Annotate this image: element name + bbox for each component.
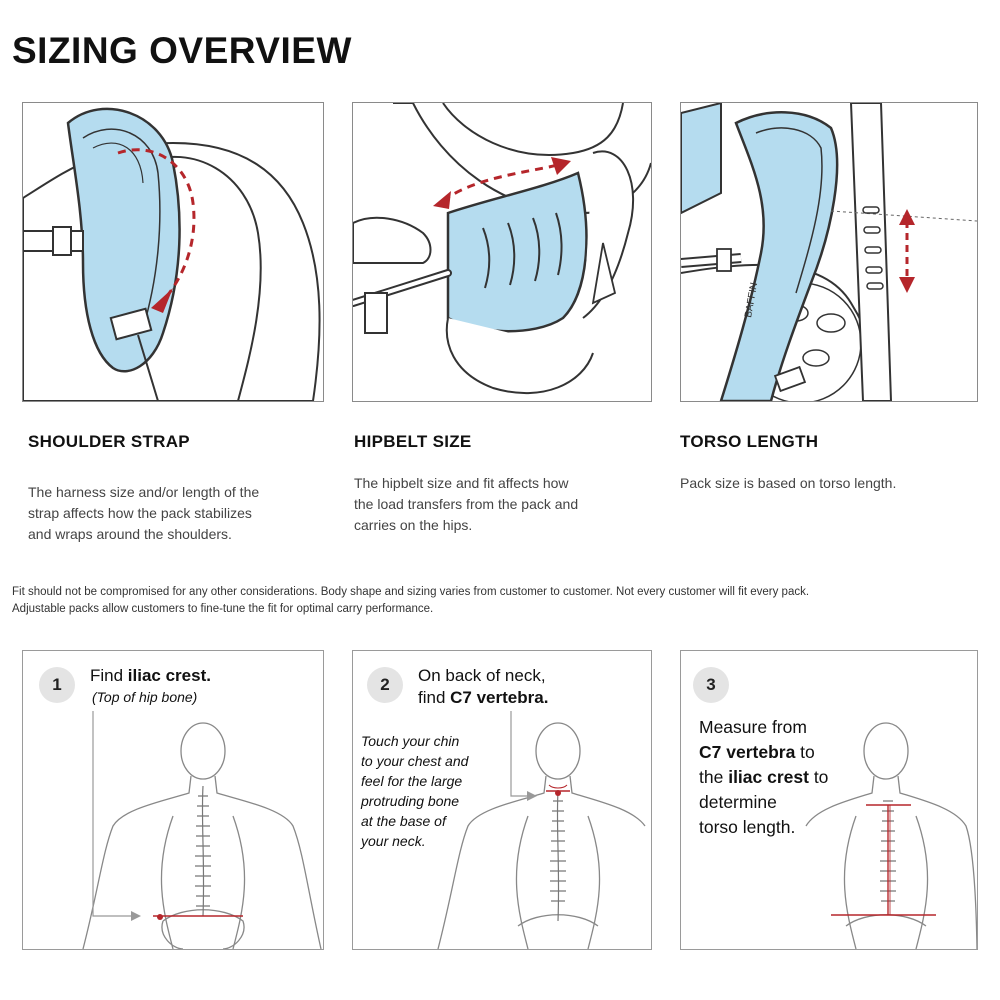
hipbelt-illustration bbox=[352, 102, 652, 402]
torso-length-heading: TORSO LENGTH bbox=[680, 432, 819, 451]
back-figure-iliac bbox=[82, 711, 322, 949]
step-2-tip: Touch your chin to your chest and feel f… bbox=[361, 733, 469, 849]
hipbelt-heading: HIPBELT SIZE bbox=[354, 432, 472, 451]
step-2-badge: 2 bbox=[367, 667, 403, 703]
hipbelt-drawing bbox=[353, 103, 651, 395]
page-title: SIZING OVERVIEW bbox=[12, 30, 352, 71]
shoulder-strap-drawing bbox=[23, 107, 321, 401]
back-figure-c7 bbox=[437, 711, 646, 949]
step-2-title: On back of neck, find C7 vertebra. bbox=[418, 666, 549, 707]
torso-length-description: Pack size is based on torso length. bbox=[680, 475, 897, 491]
step-1-panel: 1 Find iliac crest. (Top of hip bone) bbox=[22, 650, 324, 950]
step-3-instructions: Measure from C7 vertebra to the iliac cr… bbox=[699, 717, 829, 837]
step-3-panel: 3 Measure from C7 vertebra to the iliac … bbox=[680, 650, 978, 950]
step-1-badge: 1 bbox=[39, 667, 75, 703]
step-1-subtitle: (Top of hip bone) bbox=[92, 689, 198, 705]
shoulder-strap-description: The harness size and/or length of the st… bbox=[28, 484, 260, 542]
step-1-title: Find iliac crest. bbox=[90, 666, 211, 685]
fit-footnote: Fit should not be compromised for any ot… bbox=[12, 586, 810, 615]
hipbelt-description: The hipbelt size and fit affects how the… bbox=[354, 475, 579, 533]
torso-length-drawing: BAFFIN bbox=[681, 103, 977, 401]
shoulder-strap-heading: SHOULDER STRAP bbox=[28, 432, 190, 451]
back-figure-torso bbox=[805, 722, 977, 949]
step-3-badge: 3 bbox=[693, 667, 729, 703]
step-2-panel: 2 On back of neck, find C7 vertebra. Tou… bbox=[352, 650, 652, 950]
torso-length-illustration: BAFFIN bbox=[680, 102, 978, 402]
shoulder-strap-illustration bbox=[22, 102, 324, 402]
